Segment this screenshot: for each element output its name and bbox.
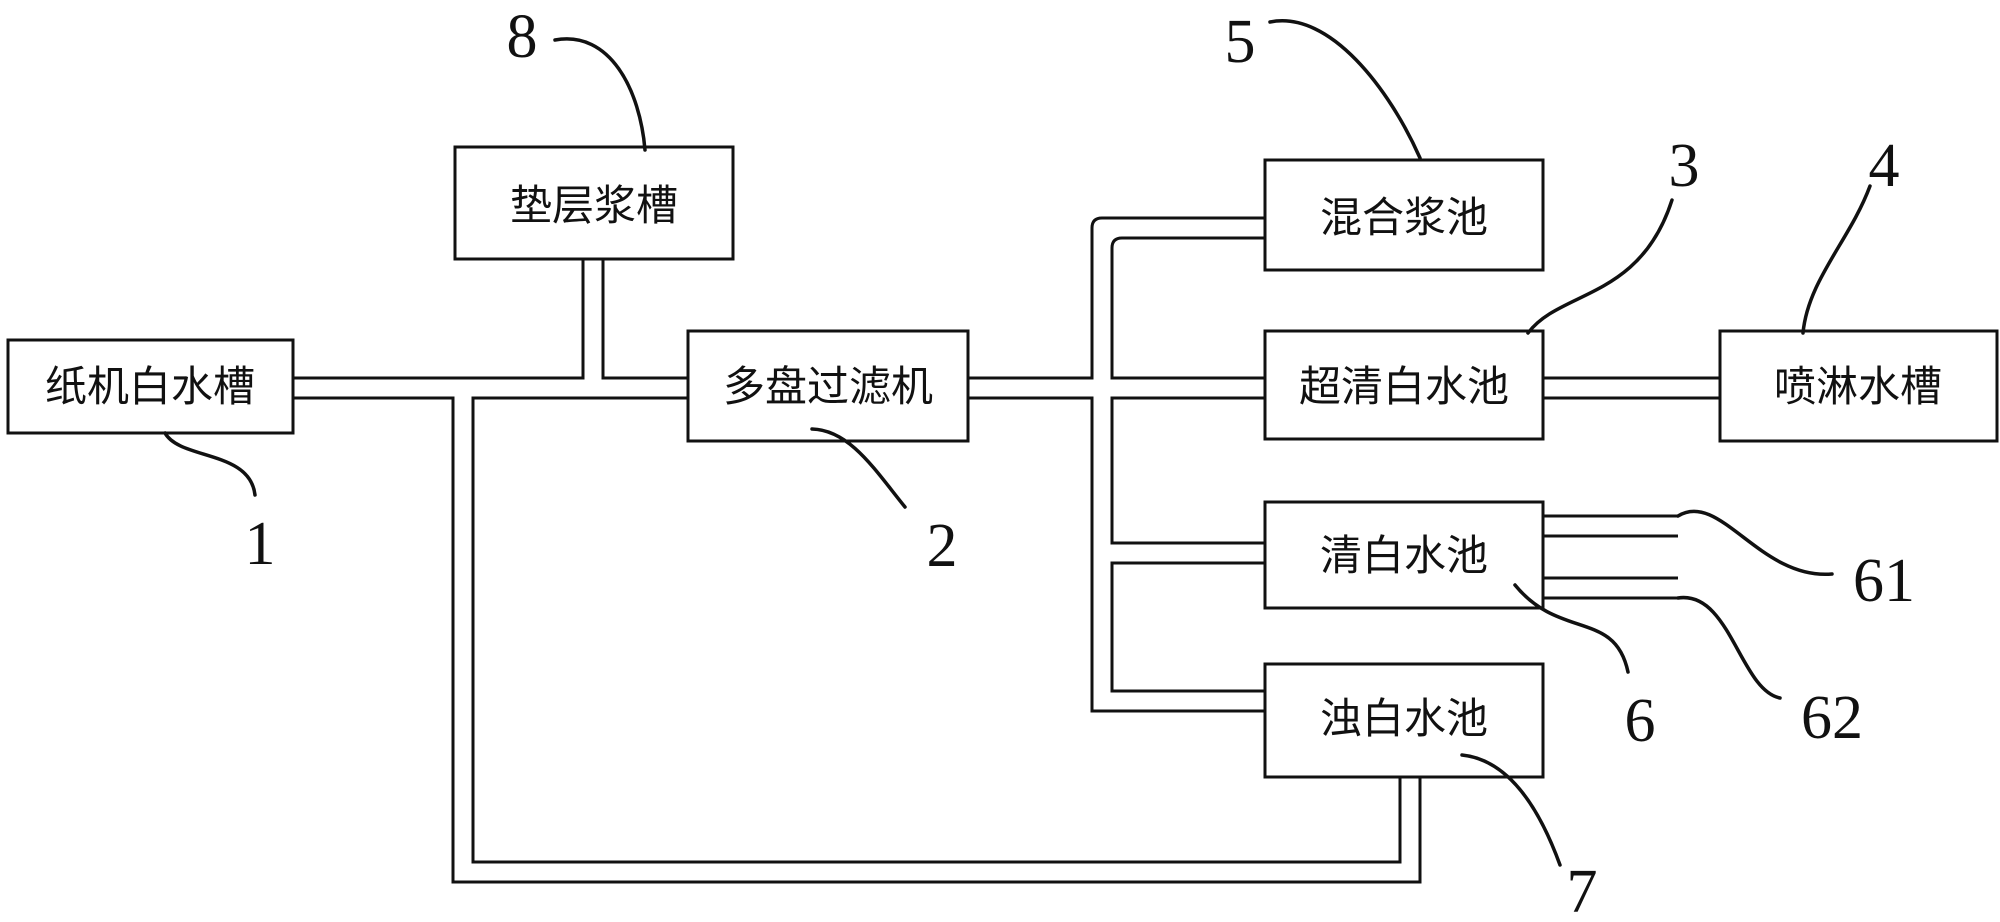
box-underlayer-tank: 垫层浆槽 <box>453 145 735 261</box>
leader-6 <box>1513 583 1630 674</box>
pipe-underlayer-to-filter <box>601 259 688 380</box>
pipe-return-inner <box>471 396 1402 864</box>
ref-8: 8 <box>507 3 538 71</box>
label-disc-filter: 多盘过滤机 <box>723 362 933 411</box>
label-spray-tank: 喷淋水槽 <box>1774 362 1942 411</box>
ref-62: 62 <box>1801 684 1863 752</box>
leader-7 <box>1460 753 1562 867</box>
leader-62 <box>1676 596 1782 700</box>
leaders <box>163 19 1872 867</box>
ref-61: 61 <box>1853 547 1915 615</box>
pipe-ultra-lower <box>1110 396 1265 545</box>
pipe-clear-lower <box>1110 561 1265 693</box>
box-paper-machine-tank: 纸机白水槽 <box>6 338 295 435</box>
ref-1: 1 <box>245 510 276 578</box>
ref-6: 6 <box>1625 687 1656 755</box>
ref-2: 2 <box>927 512 958 580</box>
box-turbid-pool: 浊白水池 <box>1263 662 1545 779</box>
box-clear-pool: 清白水池 <box>1263 500 1545 610</box>
ref-5: 5 <box>1225 8 1256 76</box>
box-disc-filter: 多盘过滤机 <box>686 329 970 443</box>
leader-3 <box>1526 198 1674 335</box>
pipe-filter-out-upper <box>968 216 1265 380</box>
box-ultra-clear-pool: 超清白水池 <box>1263 329 1545 441</box>
label-mixed-pulp-pool: 混合浆池 <box>1320 193 1488 242</box>
leader-5 <box>1268 19 1422 160</box>
pipe-return-outer <box>293 396 1422 884</box>
label-underlayer-tank: 垫层浆槽 <box>510 181 678 230</box>
leader-4 <box>1801 184 1872 335</box>
leader-61 <box>1676 509 1834 576</box>
ref-4: 4 <box>1869 132 1900 200</box>
pipe-filter-out-lower <box>968 396 1265 713</box>
leader-8 <box>553 37 647 152</box>
box-spray-tank: 喷淋水槽 <box>1718 329 1999 443</box>
label-paper-machine-tank: 纸机白水槽 <box>45 362 255 411</box>
leader-2 <box>810 427 907 509</box>
ref-7: 7 <box>1567 858 1598 922</box>
label-clear-pool: 清白水池 <box>1320 531 1488 580</box>
label-turbid-pool: 浊白水池 <box>1320 694 1488 743</box>
box-mixed-pulp-pool: 混合浆池 <box>1263 158 1545 272</box>
reference-numerals: 1 2 8 5 3 4 6 7 61 62 <box>245 3 1916 922</box>
pipes <box>293 216 1720 884</box>
pipe-mixed-pool-inner <box>1110 236 1265 380</box>
label-ultra-clear-pool: 超清白水池 <box>1299 362 1509 411</box>
ref-3: 3 <box>1669 132 1700 200</box>
pipe-tank1-to-filter-upper <box>293 259 585 380</box>
leader-1 <box>163 431 257 497</box>
